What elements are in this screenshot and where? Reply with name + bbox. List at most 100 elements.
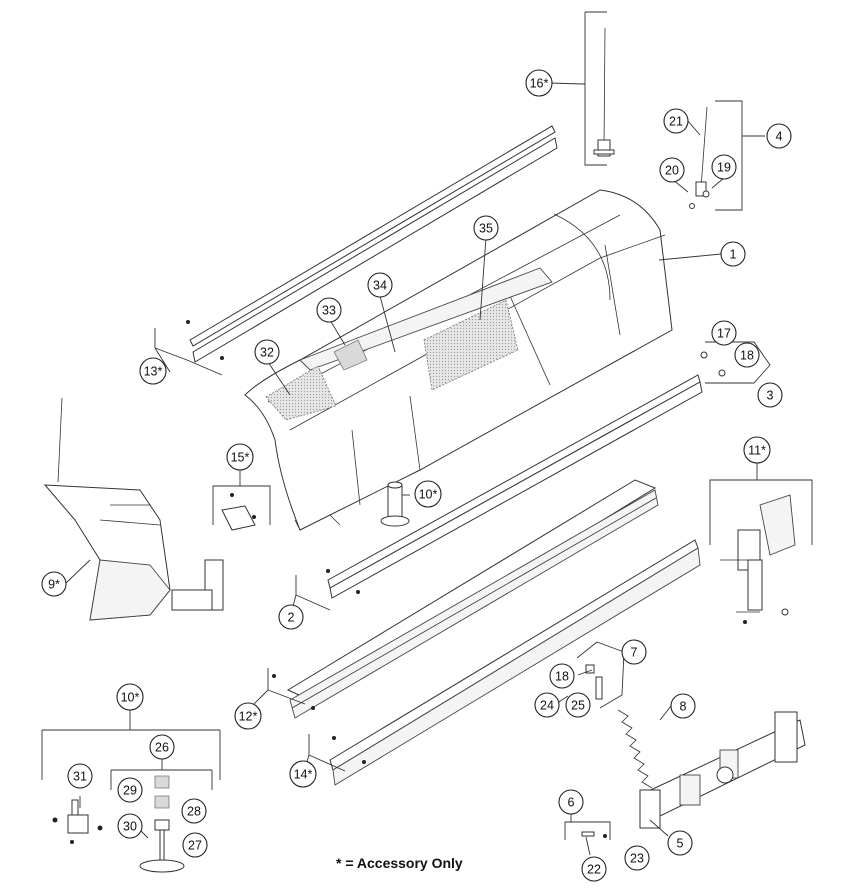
- callout-circle: [667, 830, 693, 856]
- callout-circle: [116, 683, 144, 711]
- callout-c14: 14*: [289, 760, 317, 788]
- decal-35: [423, 299, 519, 391]
- callout-c11: 11*: [743, 436, 771, 464]
- callout-c20: 20: [659, 157, 685, 183]
- callout-circle: [278, 604, 304, 630]
- callout-c30: 30: [117, 813, 143, 839]
- callout-label: 34: [373, 279, 387, 293]
- callout-label: 1: [730, 248, 737, 262]
- callout-c5: 5: [667, 830, 693, 856]
- callout-label: 22: [587, 863, 601, 877]
- callout-label: 33: [322, 304, 336, 318]
- callout-c18a: 18: [734, 342, 760, 368]
- callout-circle: [711, 320, 737, 346]
- callout-c21: 21: [663, 108, 689, 134]
- decal-33: [333, 339, 368, 371]
- accessory-footnote: * = Accessory Only: [336, 855, 463, 871]
- callout-c13: 13*: [139, 357, 167, 385]
- cylinder-11: [709, 463, 813, 624]
- callout-circle: [149, 734, 175, 760]
- callout-circle: [181, 798, 207, 824]
- callout-label: 27: [188, 839, 202, 853]
- callout-circle: [549, 663, 575, 689]
- callout-circle: [289, 760, 317, 788]
- callout-c12: 12*: [234, 702, 262, 730]
- callout-label: 18: [555, 670, 569, 684]
- top-wear-strip-13: [154, 125, 558, 376]
- callout-circle: [659, 157, 685, 183]
- callout-circle: [624, 845, 650, 871]
- callout-circle: [558, 789, 584, 815]
- callout-circle: [581, 856, 607, 882]
- callout-label: 31: [73, 770, 87, 784]
- callout-circle: [473, 215, 499, 241]
- callout-circle: [234, 702, 262, 730]
- callout-circle: [117, 813, 143, 839]
- callout-label: 29: [123, 784, 137, 798]
- callout-c29: 29: [117, 777, 143, 803]
- callout-circle: [67, 763, 93, 789]
- callout-c15: 15*: [226, 443, 254, 471]
- callout-circle: [414, 480, 442, 508]
- callout-c33: 33: [316, 297, 342, 323]
- callout-circle: [743, 436, 771, 464]
- callout-label: 28: [187, 805, 201, 819]
- hardware-7: [576, 641, 625, 709]
- callout-label: 15*: [231, 451, 250, 465]
- callout-label: 18: [740, 349, 754, 363]
- callout-circle: [226, 443, 254, 471]
- callout-c4: 4: [766, 123, 792, 149]
- callout-label: 4: [776, 130, 783, 144]
- callout-c27: 27: [182, 832, 208, 858]
- callout-label: 30: [123, 820, 137, 834]
- callout-circle: [766, 123, 792, 149]
- callout-circle: [182, 832, 208, 858]
- callout-label: 13*: [144, 365, 163, 379]
- callout-label: 10*: [121, 691, 140, 705]
- callout-label: 2: [288, 611, 295, 625]
- callout-c34: 34: [367, 272, 393, 298]
- callout-circle: [367, 272, 393, 298]
- callout-c17: 17: [711, 320, 737, 346]
- callout-c31: 31: [67, 763, 93, 789]
- callout-circle: [41, 571, 67, 597]
- marker-rod-21: [689, 100, 765, 211]
- callout-circle: [117, 777, 143, 803]
- callout-label: 7: [631, 646, 638, 660]
- callout-c18b: 18: [549, 663, 575, 689]
- spring-8: [617, 705, 672, 789]
- callout-label: 21: [669, 115, 683, 129]
- callout-c23: 23: [624, 845, 650, 871]
- callout-c25: 25: [565, 692, 591, 718]
- callout-circle: [534, 692, 560, 718]
- callout-label: 23: [630, 852, 644, 866]
- callout-label: 35: [479, 222, 493, 236]
- callout-label: 10*: [419, 488, 438, 502]
- callout-label: 26: [155, 741, 169, 755]
- callout-circle: [565, 692, 591, 718]
- callout-label: 17: [717, 327, 731, 341]
- callout-circle: [720, 241, 746, 267]
- pivot-assembly-10: [41, 707, 221, 873]
- callout-label: 5: [677, 837, 684, 851]
- cutting-edge-2: [291, 374, 703, 611]
- bracket-15: [212, 468, 271, 531]
- callout-label: 3: [767, 389, 774, 403]
- callout-c1: 1: [720, 241, 746, 267]
- callout-label: 8: [680, 700, 687, 714]
- callout-label: 32: [260, 346, 274, 360]
- callout-c2: 2: [278, 604, 304, 630]
- callout-c9: 9*: [41, 571, 67, 597]
- callout-c10b: 10*: [116, 683, 144, 711]
- callout-c8: 8: [670, 693, 696, 719]
- callout-circle: [734, 342, 760, 368]
- callout-circle: [663, 108, 689, 134]
- callout-c24: 24: [534, 692, 560, 718]
- callout-label: 25: [571, 699, 585, 713]
- callout-c3: 3: [757, 382, 783, 408]
- callout-circle: [670, 693, 696, 719]
- callout-label: 6: [568, 796, 575, 810]
- callout-label: 12*: [239, 710, 258, 724]
